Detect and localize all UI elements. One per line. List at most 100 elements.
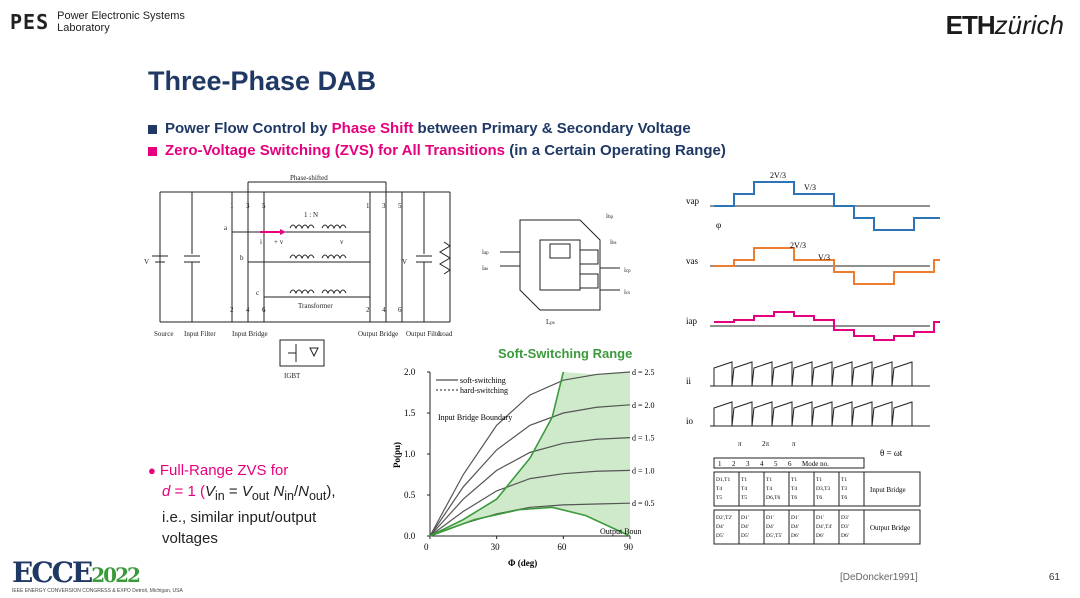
series-label: d = 1.0 bbox=[632, 466, 655, 475]
annot-theta: θ = ωt bbox=[880, 448, 903, 458]
pes-logo-line2: Laboratory bbox=[57, 22, 110, 34]
series-line bbox=[429, 371, 631, 537]
sw-out-3: 3' bbox=[382, 202, 387, 210]
annot-2pi3: 2π bbox=[762, 440, 770, 448]
pes-logo-text: Power Electronic Systems Laboratory bbox=[57, 10, 185, 34]
bullet-square-icon bbox=[148, 146, 157, 156]
input-bridge-row-text: T6 bbox=[816, 495, 822, 501]
mode-cell: 3 bbox=[746, 460, 750, 468]
series-label: d = 0.5 bbox=[632, 499, 655, 508]
chart-title: Soft-Switching Range bbox=[498, 346, 633, 361]
series-label: d = 2.0 bbox=[632, 401, 655, 410]
slide-title: Three-Phase DAB bbox=[148, 66, 377, 96]
output-bridge-row-text: D5',T5' bbox=[766, 533, 782, 539]
input-bridge-row-text: D1,T1 bbox=[716, 477, 730, 483]
series-line bbox=[429, 437, 631, 537]
bullet-1-part3: between Primary & Secondary Voltage bbox=[413, 120, 691, 137]
sw-out-4: 4' bbox=[382, 306, 387, 314]
pes-logo: PES Power Electronic Systems Laboratory bbox=[10, 10, 185, 34]
note-line1: Full-Range ZVS for bbox=[159, 462, 289, 479]
input-bridge-row-text: T5 bbox=[716, 495, 722, 501]
zvs-note: ●Full-Range ZVS for d = 1 (Vin = Vout Ni… bbox=[148, 462, 336, 547]
x-tick-label: 0 bbox=[424, 542, 429, 552]
annotation-output-boundary: Output Boun bbox=[600, 527, 642, 536]
dab-circuit-diagram: Phase-shifted 1 : N Transformer i + v v … bbox=[144, 174, 453, 380]
mode-cell: Mode no. bbox=[802, 460, 829, 468]
x-tick-label: 60 bbox=[557, 542, 567, 552]
legend-soft: soft-switching bbox=[460, 376, 506, 385]
output-bridge-row-text: D6' bbox=[791, 533, 799, 539]
input-bridge-row-text: T1 bbox=[791, 477, 797, 483]
annot-pi3: π bbox=[738, 440, 742, 448]
mode-cell: 4 bbox=[760, 460, 764, 468]
label-input-filter: Input Filter bbox=[184, 330, 216, 338]
iap-label: i bbox=[260, 238, 262, 246]
input-bridge-row-text: T6 bbox=[791, 495, 797, 501]
wave-label-3: ii bbox=[686, 376, 692, 386]
annotation-input-boundary: Input Bridge Boundary bbox=[438, 413, 512, 422]
sw-out-2: 2' bbox=[366, 306, 371, 314]
output-bridge-row-text: D1' bbox=[791, 515, 799, 521]
mode-cell: 1 bbox=[718, 460, 722, 468]
annot-vi: V/3 bbox=[804, 183, 816, 192]
bullet-dot-icon: ● bbox=[148, 463, 156, 478]
core-ics-label: ics bbox=[624, 288, 630, 296]
input-bridge-row-text: T1 bbox=[741, 477, 747, 483]
output-bridge-row-text: D3' bbox=[841, 515, 849, 521]
input-bridge-row-text: T4 bbox=[791, 486, 797, 492]
bullet-2: Zero-Voltage Switching (ZVS) for All Tra… bbox=[148, 140, 726, 162]
output-bridge-row-text: D4',T4' bbox=[816, 524, 832, 530]
core-ibp-label: ibp bbox=[606, 212, 613, 220]
pes-logo-mark: PES bbox=[10, 10, 50, 34]
turns-ratio-label: 1 : N bbox=[304, 211, 318, 219]
annot-vo: V/3 bbox=[818, 253, 830, 262]
bullet-1-part2: Phase Shift bbox=[331, 120, 414, 137]
note-line2-rest: = 1 ( bbox=[170, 483, 205, 500]
output-bridge-row-text: D5' bbox=[741, 533, 749, 539]
output-bridge-row-text: D4' bbox=[791, 524, 799, 530]
bullet-1-part1: Power Flow Control by bbox=[165, 120, 332, 137]
igbt-symbol-icon bbox=[279, 339, 325, 367]
input-bridge-row-text: T4 bbox=[716, 486, 722, 492]
sw-in-6: 6 bbox=[262, 306, 266, 314]
sw-out-6: 6' bbox=[398, 306, 403, 314]
io-waveform bbox=[713, 401, 913, 427]
iap-waveform bbox=[714, 311, 940, 341]
ecce-year: 2022 bbox=[91, 563, 141, 587]
output-bridge-row-text: D4' bbox=[766, 524, 774, 530]
output-bridge-row-text: D4' bbox=[741, 524, 749, 530]
label-source: Source bbox=[154, 330, 173, 338]
sw-in-4: 4 bbox=[246, 306, 250, 314]
label-load: Load bbox=[438, 330, 453, 338]
input-bridge-row-text: T1 bbox=[816, 477, 822, 483]
label-input-bridge: Input Bridge bbox=[232, 330, 268, 338]
eth-logo: ETHzürich bbox=[946, 10, 1064, 41]
ii-waveform bbox=[713, 361, 913, 387]
input-bridge-row-text: T1 bbox=[766, 477, 772, 483]
annot-2vi: 2V/3 bbox=[770, 171, 786, 180]
series-line bbox=[429, 404, 631, 537]
sw-out-1: 1' bbox=[366, 202, 371, 210]
annot-phi: φ bbox=[716, 220, 721, 230]
node-a: a bbox=[224, 224, 228, 232]
sw-in-5: 5 bbox=[262, 202, 266, 210]
output-bridge-boundary bbox=[429, 506, 631, 537]
sw-in-1: 1 bbox=[230, 202, 234, 210]
wave-label-2: iap bbox=[686, 316, 697, 326]
y-tick-label: 0.5 bbox=[404, 490, 416, 500]
node-c: c bbox=[256, 289, 259, 297]
legend-hard: hard-switching bbox=[460, 386, 508, 395]
core-lps-label: Lps bbox=[546, 318, 555, 326]
bullet-1: Power Flow Control by Phase Shift betwee… bbox=[148, 118, 726, 140]
vap-label: + v bbox=[274, 238, 284, 246]
core-ibs-label: ibs bbox=[610, 238, 616, 246]
output-bridge-row-text: D2',T2' bbox=[716, 515, 732, 521]
series-line bbox=[429, 469, 631, 537]
bullet-2-part2: (in a Certain Operating Range) bbox=[505, 142, 726, 159]
vi-label: V bbox=[144, 258, 149, 266]
output-bridge-row-text: D5' bbox=[716, 533, 724, 539]
note-line3: i.e., similar input/output bbox=[162, 509, 317, 526]
vas-waveform bbox=[714, 247, 940, 285]
sw-in-3: 3 bbox=[246, 202, 250, 210]
